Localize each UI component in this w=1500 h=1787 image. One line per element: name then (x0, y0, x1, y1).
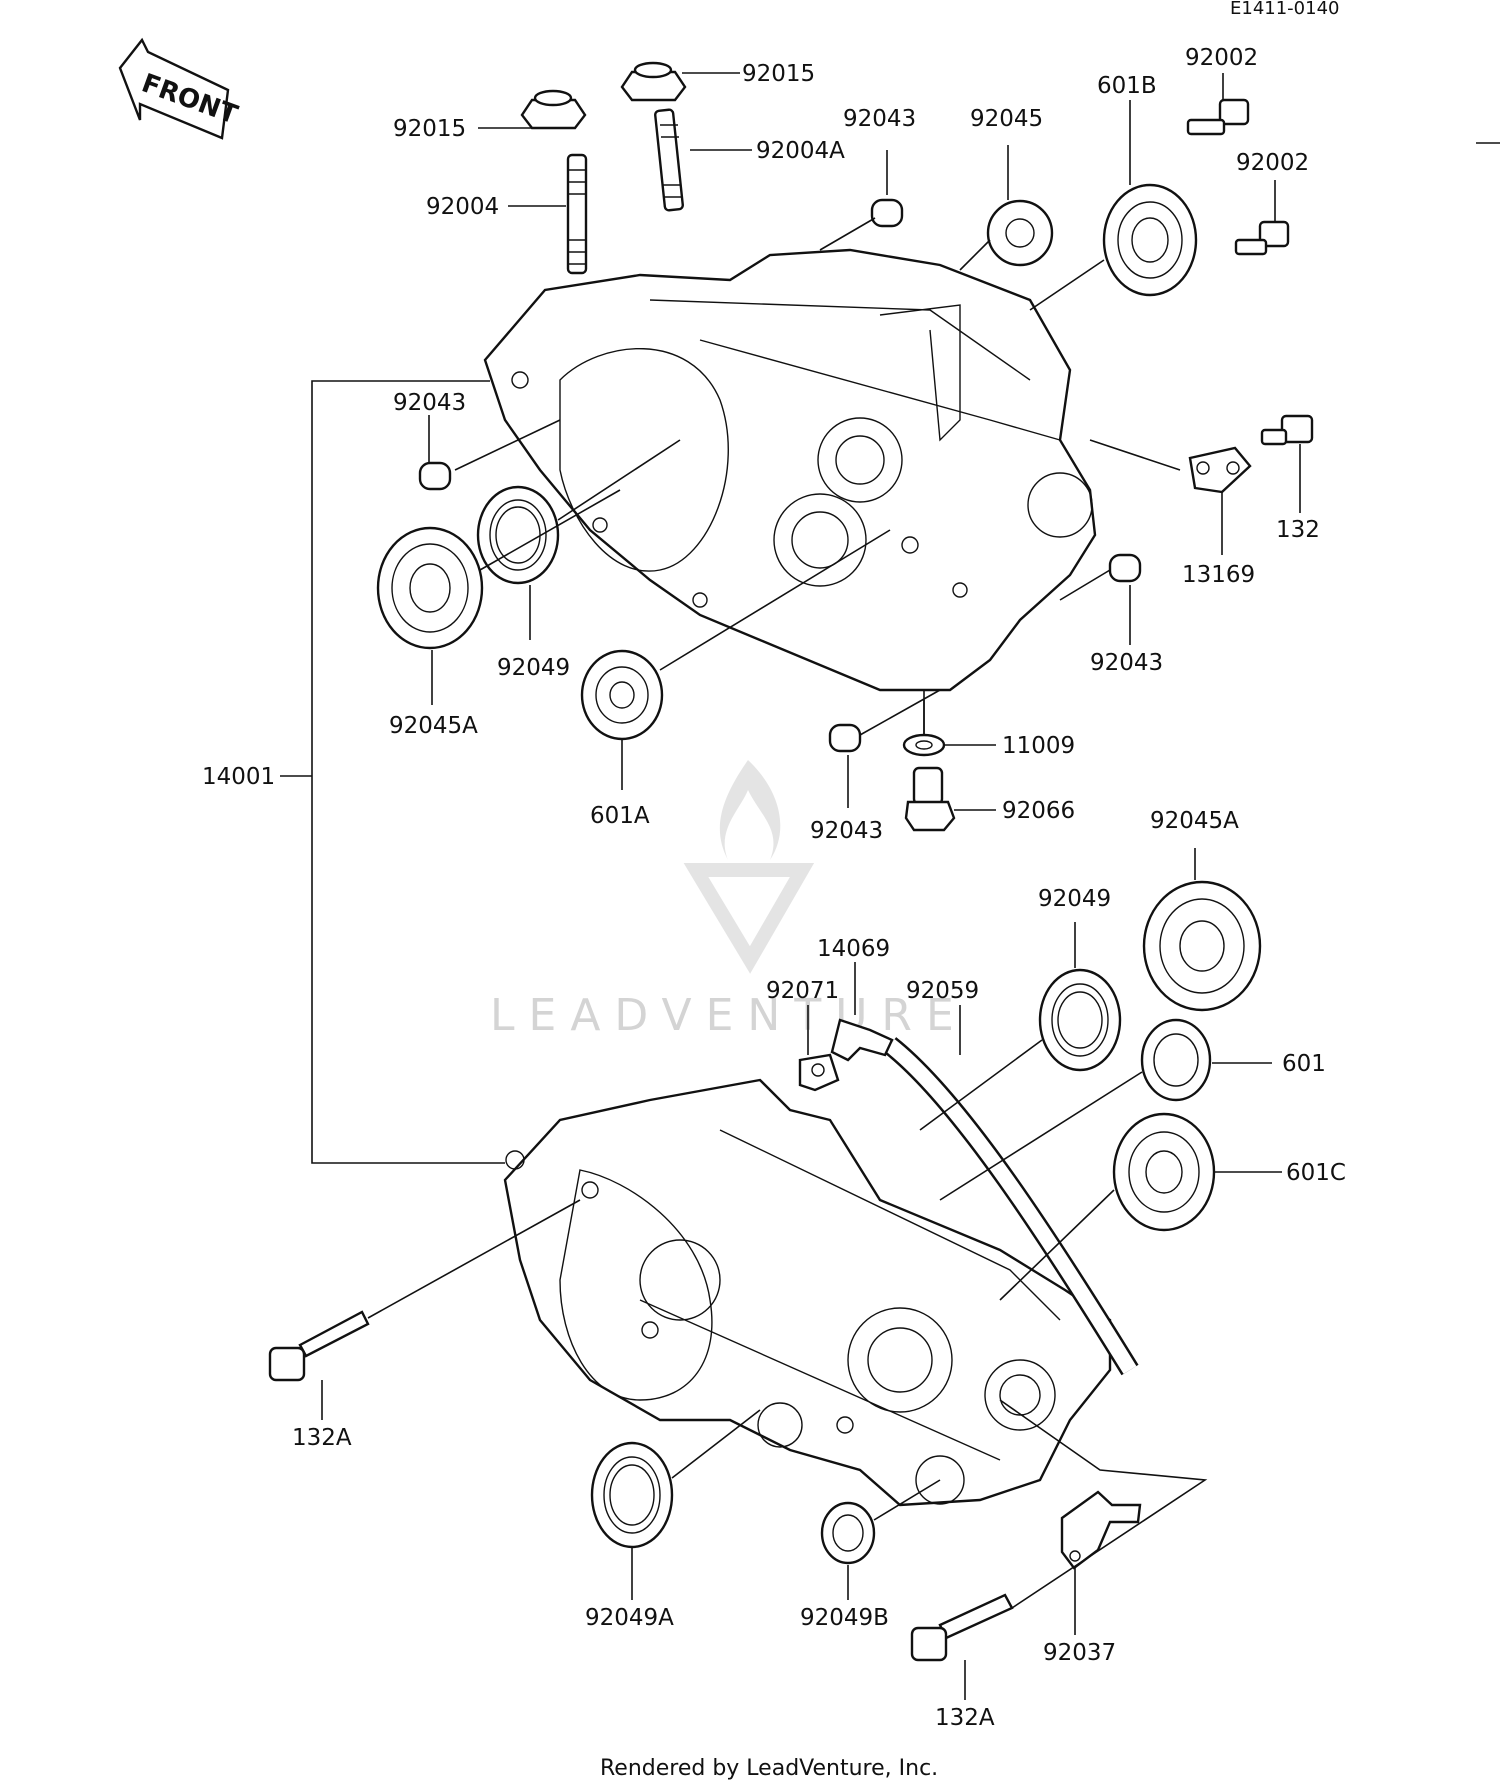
label-92043-bottom: 92043 (810, 818, 883, 844)
dowel-92043-left (418, 461, 452, 491)
watermark: LEADVENTURE (490, 760, 968, 1041)
bearing-601A (580, 649, 664, 741)
bolt-132 (1260, 414, 1314, 446)
label-92049-upper: 92049 (497, 655, 570, 681)
bolt-132A-bottom (910, 1593, 1014, 1662)
label-92002-b: 92002 (1236, 150, 1309, 176)
label-92049B: 92049B (800, 1605, 889, 1631)
label-92066: 92066 (1002, 798, 1075, 824)
label-92049A: 92049A (585, 1605, 674, 1631)
dowel-92043-right (1108, 553, 1142, 583)
seal-92049-lower (1038, 968, 1122, 1072)
bolt-92002-a (1186, 98, 1250, 136)
label-92045A-upper: 92045A (389, 713, 478, 739)
label-92043-left: 92043 (393, 390, 466, 416)
bolt-132A-left (268, 1310, 370, 1382)
leader-lines (280, 72, 1301, 1700)
bearing-92045 (986, 199, 1054, 267)
label-92004: 92004 (426, 194, 499, 220)
label-13169: 13169 (1182, 562, 1255, 588)
dowel-92043-top (870, 198, 904, 228)
label-92004A: 92004A (756, 138, 845, 164)
seal-92049B (820, 1501, 876, 1565)
label-92071: 92071 (766, 978, 839, 1004)
label-601: 601 (1282, 1051, 1326, 1077)
label-132A-bottom: 132A (935, 1705, 995, 1731)
lower-crankcase-half (503, 1078, 1112, 1507)
clamp-92037 (1060, 1490, 1142, 1570)
washer-11009 (902, 733, 946, 757)
stud-92004A (654, 108, 684, 212)
label-11009: 11009 (1002, 733, 1075, 759)
seal-92049A (590, 1441, 674, 1549)
label-132A-left: 132A (292, 1425, 352, 1451)
label-601B: 601B (1097, 73, 1157, 99)
drain-plug-92066 (904, 766, 956, 832)
label-92045A-lower: 92045A (1150, 808, 1239, 834)
clamp-13169 (1188, 446, 1252, 494)
elbow-fitting-14069 (830, 1018, 894, 1062)
label-132: 132 (1276, 517, 1320, 543)
stud-92004 (566, 153, 588, 275)
bearing-601 (1140, 1018, 1212, 1102)
label-601A: 601A (590, 803, 650, 829)
front-arrow-icon: FRONT (118, 37, 242, 140)
label-14001: 14001 (202, 764, 275, 790)
bearing-601C (1112, 1112, 1216, 1232)
label-92037: 92037 (1043, 1640, 1116, 1666)
nut-92015-lower (520, 89, 587, 130)
washer-92071 (798, 1053, 840, 1092)
label-14069: 14069 (817, 936, 890, 962)
dowel-92043-bottom (828, 723, 862, 753)
label-92043-top: 92043 (843, 106, 916, 132)
bearing-92045A-upper (376, 526, 484, 650)
label-92015-upper: 92015 (742, 61, 815, 87)
upper-crankcase-half (483, 248, 1097, 692)
label-92045: 92045 (970, 106, 1043, 132)
label-92049-lower: 92049 (1038, 886, 1111, 912)
nut-92015-upper (620, 61, 687, 102)
bearing-601B (1102, 183, 1198, 297)
watermark-text: LEADVENTURE (490, 990, 968, 1041)
bolt-92002-b (1234, 220, 1290, 256)
label-92002-a: 92002 (1185, 45, 1258, 71)
label-92059: 92059 (906, 978, 979, 1004)
bearing-92045A-lower (1142, 880, 1262, 1012)
label-92015-lower: 92015 (393, 116, 466, 142)
label-601C: 601C (1286, 1160, 1346, 1186)
part-labels: 92015 92015 92004A 92004 92043 92045 601… (202, 45, 1346, 1731)
label-92043-right: 92043 (1090, 650, 1163, 676)
seal-92049-upper (476, 485, 560, 585)
footer-credit: Rendered by LeadVenture, Inc. (600, 1756, 938, 1781)
diagram-code: E1411-0140 (1230, 0, 1340, 19)
